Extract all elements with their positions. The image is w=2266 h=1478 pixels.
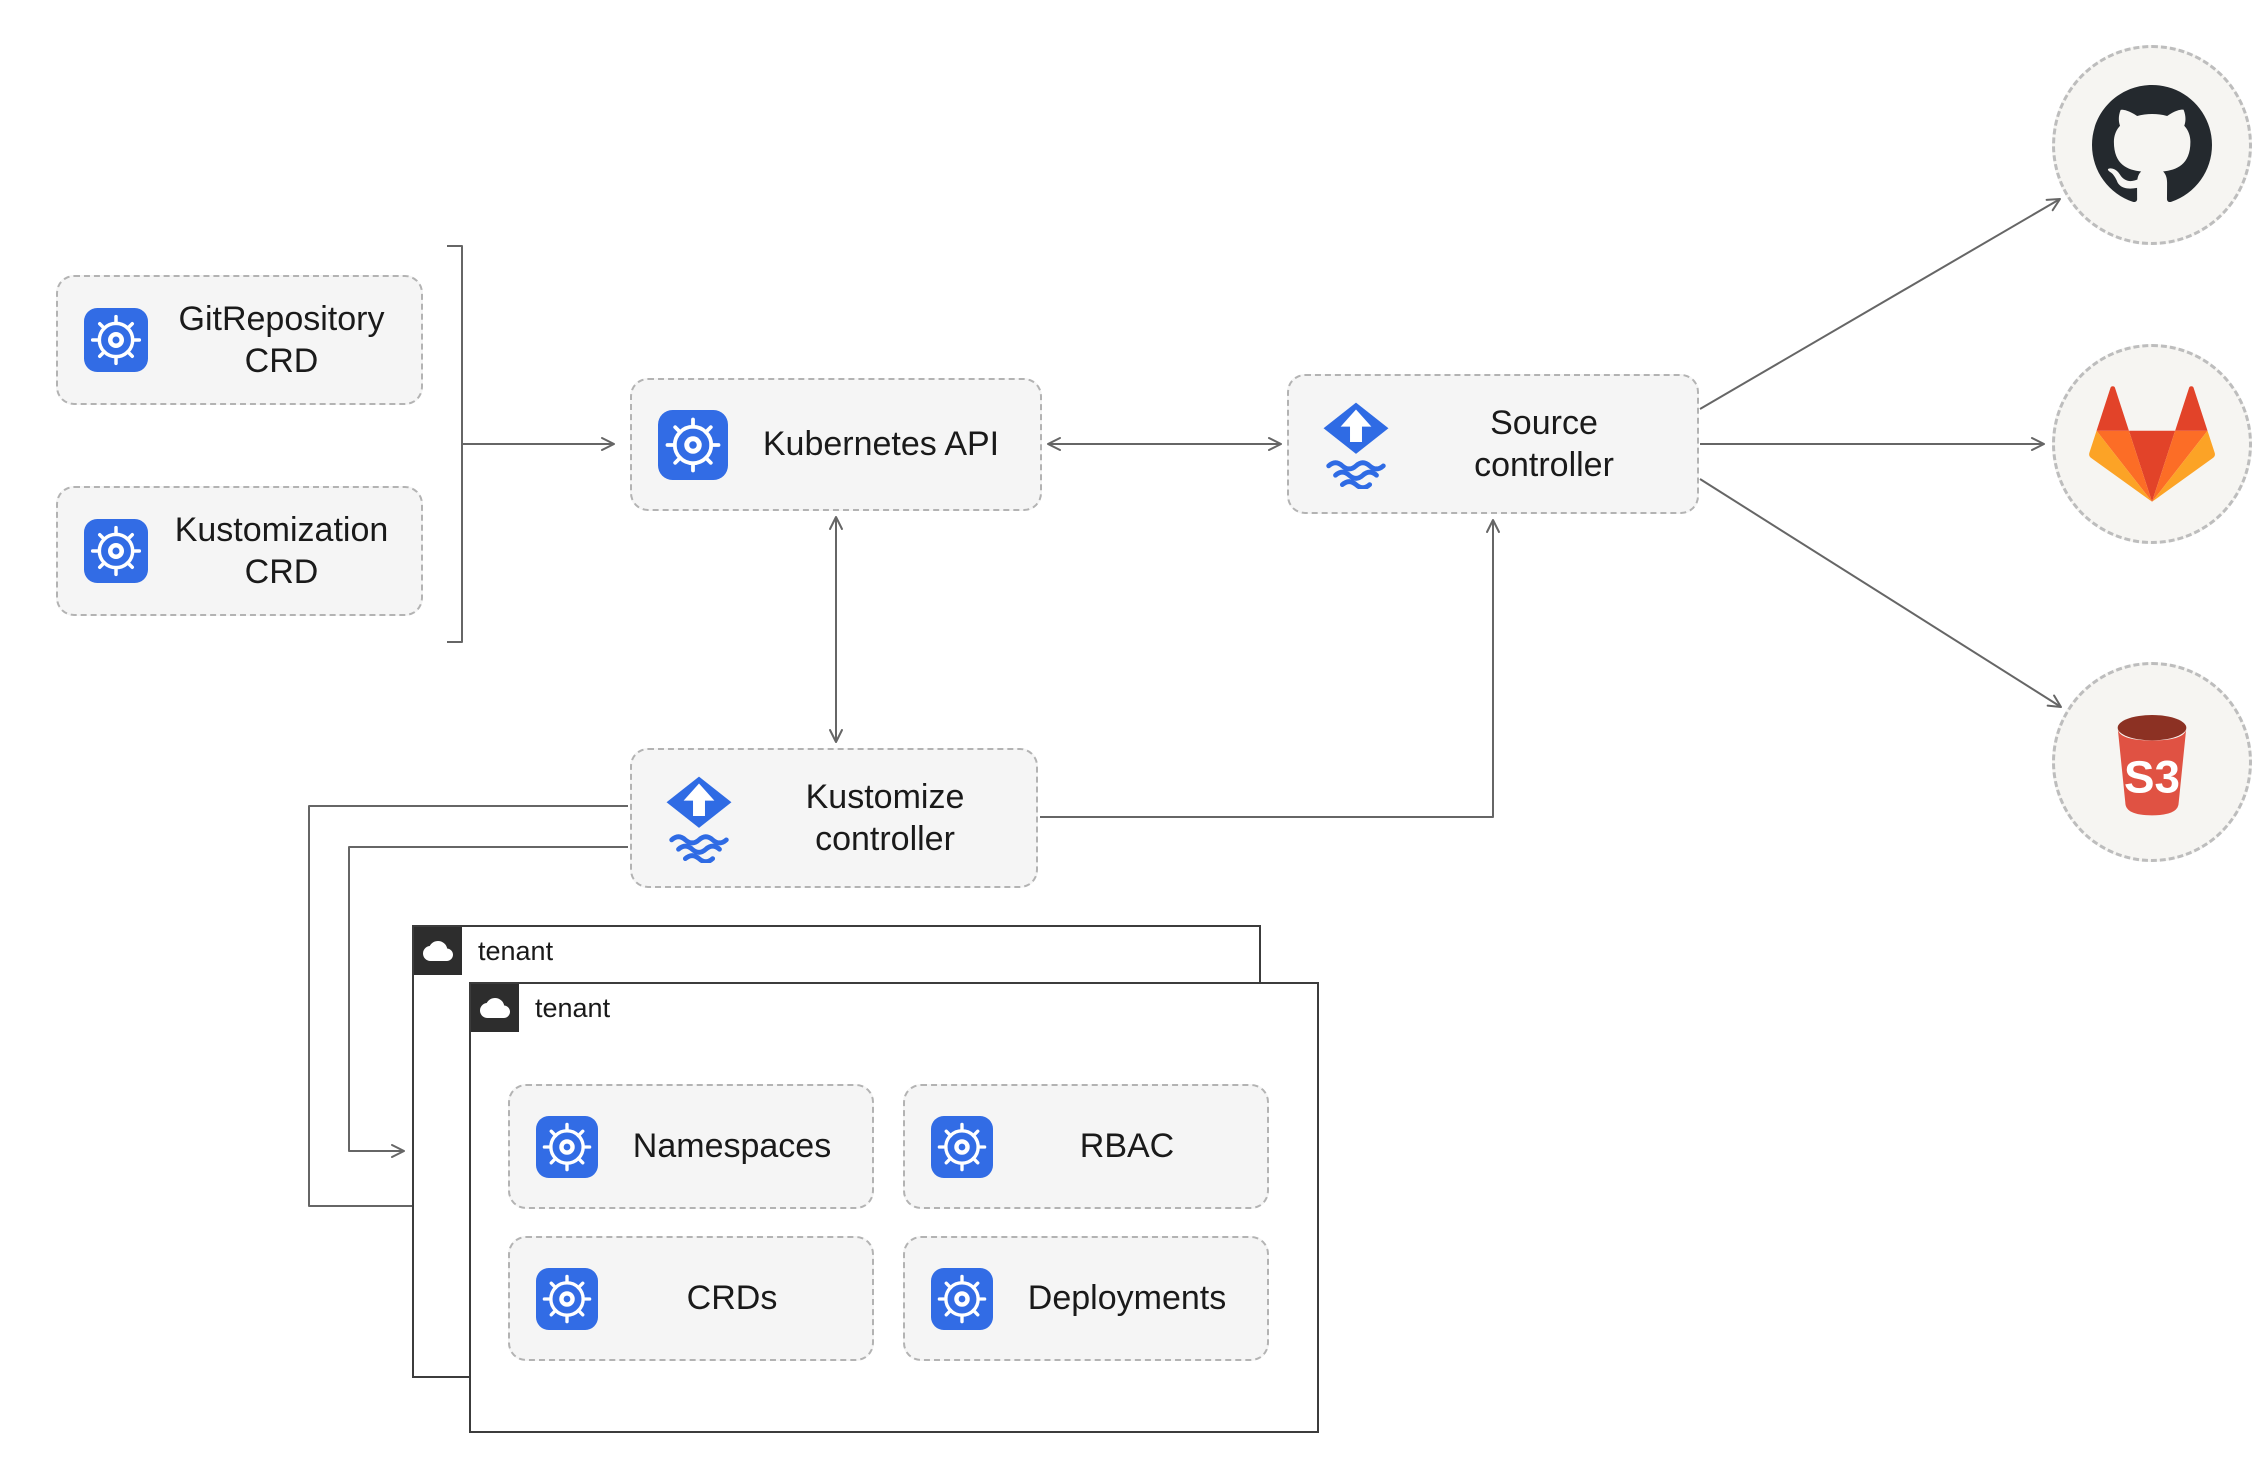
kubernetes-icon: [931, 1116, 993, 1178]
node-kustomize-controller: Kustomize controller: [630, 748, 1038, 888]
node-label: RBAC: [1079, 1127, 1175, 1166]
node-namespaces: Namespaces: [508, 1084, 874, 1209]
kubernetes-icon: [536, 1268, 598, 1330]
tenant-label: tenant: [535, 992, 611, 1023]
tenant-boundary-front: tenant Namespaces RBAC CRDs Deployments: [469, 982, 1319, 1433]
cloud-icon: [414, 927, 462, 975]
node-label: Namespaces: [632, 1127, 832, 1166]
endpoint-github: [2052, 45, 2252, 245]
node-crds: CRDs: [508, 1236, 874, 1361]
node-source-controller: Source controller: [1287, 374, 1699, 514]
tenant-header: tenant: [471, 984, 610, 1032]
edge-source-github: [1699, 198, 2061, 410]
s3-bucket-icon: S3: [2091, 701, 2213, 823]
node-label: Kubernetes API: [762, 425, 1000, 464]
node-label: Deployments: [1027, 1279, 1227, 1318]
node-kubernetes-api: Kubernetes API: [630, 378, 1042, 511]
s3-label: S3: [2124, 752, 2180, 803]
edge-kustomize-source: [1040, 519, 1500, 818]
kubernetes-icon: [84, 519, 148, 583]
node-label: CRDs: [686, 1279, 778, 1318]
node-label: Kustomize controller: [805, 777, 965, 859]
tenant-header: tenant: [414, 927, 553, 975]
endpoint-s3: S3: [2052, 662, 2252, 862]
node-label: Source controller: [1474, 403, 1614, 485]
github-icon: [2092, 85, 2212, 205]
node-kustomization-crd: Kustomization CRD: [56, 486, 423, 616]
endpoint-gitlab: [2052, 344, 2252, 544]
kubernetes-icon: [84, 308, 148, 372]
edge-source-s3: [1699, 478, 2062, 708]
kubernetes-icon: [536, 1116, 598, 1178]
kubernetes-icon: [658, 410, 728, 480]
kubernetes-icon: [931, 1268, 993, 1330]
node-label: GitRepository CRD: [178, 299, 385, 381]
edge-crd-bracket: [447, 245, 463, 643]
gitlab-icon: [2089, 386, 2215, 502]
tenant-label: tenant: [478, 935, 554, 966]
flux-icon: [1315, 400, 1397, 489]
cloud-icon: [471, 984, 519, 1032]
node-deployments: Deployments: [903, 1236, 1269, 1361]
flux-icon: [658, 774, 740, 863]
node-label: Kustomization CRD: [174, 510, 389, 592]
node-gitrepository-crd: GitRepository CRD: [56, 275, 423, 405]
node-rbac: RBAC: [903, 1084, 1269, 1209]
